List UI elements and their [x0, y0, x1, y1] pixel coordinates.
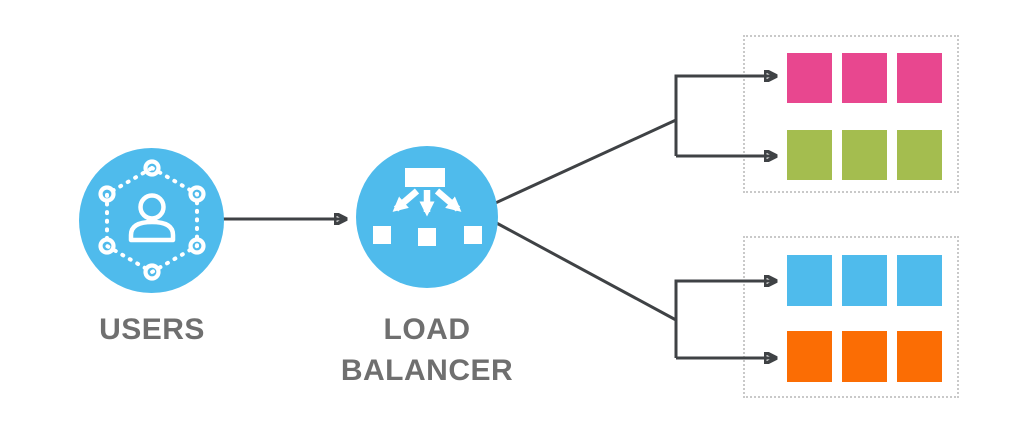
server-square-orange-3 — [897, 331, 942, 382]
arrow-group-top-row-pink — [674, 76, 775, 156]
server-square-orange-1 — [787, 331, 832, 382]
server-square-pink-2 — [842, 53, 887, 103]
server-square-blue-3 — [897, 255, 942, 306]
load-balancer-label-line1: LOAD — [383, 313, 471, 346]
server-row-blue — [787, 255, 957, 306]
server-square-green-1 — [787, 130, 832, 180]
server-square-green-2 — [842, 130, 887, 180]
load-balancer-icon — [373, 168, 482, 246]
users-node — [79, 148, 224, 293]
load-balancer-label: LOAD BALANCER — [327, 309, 527, 391]
server-row-pink — [787, 53, 957, 103]
server-square-pink-3 — [897, 53, 942, 103]
server-row-orange — [787, 331, 957, 382]
server-square-pink-1 — [787, 53, 832, 103]
server-group-bottom — [743, 236, 959, 398]
server-row-green — [787, 130, 957, 180]
server-square-blue-1 — [787, 255, 832, 306]
server-square-green-3 — [897, 130, 942, 180]
server-group-top — [743, 35, 959, 193]
line-lb-to-group-top — [477, 118, 677, 213]
line-lb-to-group-bottom — [477, 211, 677, 322]
server-square-blue-2 — [842, 255, 887, 306]
arrow-group-bottom-row-blue — [674, 281, 775, 358]
load-balancer-label-line2: BALANCER — [340, 354, 514, 387]
users-label: USERS — [99, 313, 205, 346]
server-square-orange-2 — [842, 331, 887, 382]
users-icon — [98, 159, 206, 281]
load-balancer-node — [356, 146, 498, 288]
